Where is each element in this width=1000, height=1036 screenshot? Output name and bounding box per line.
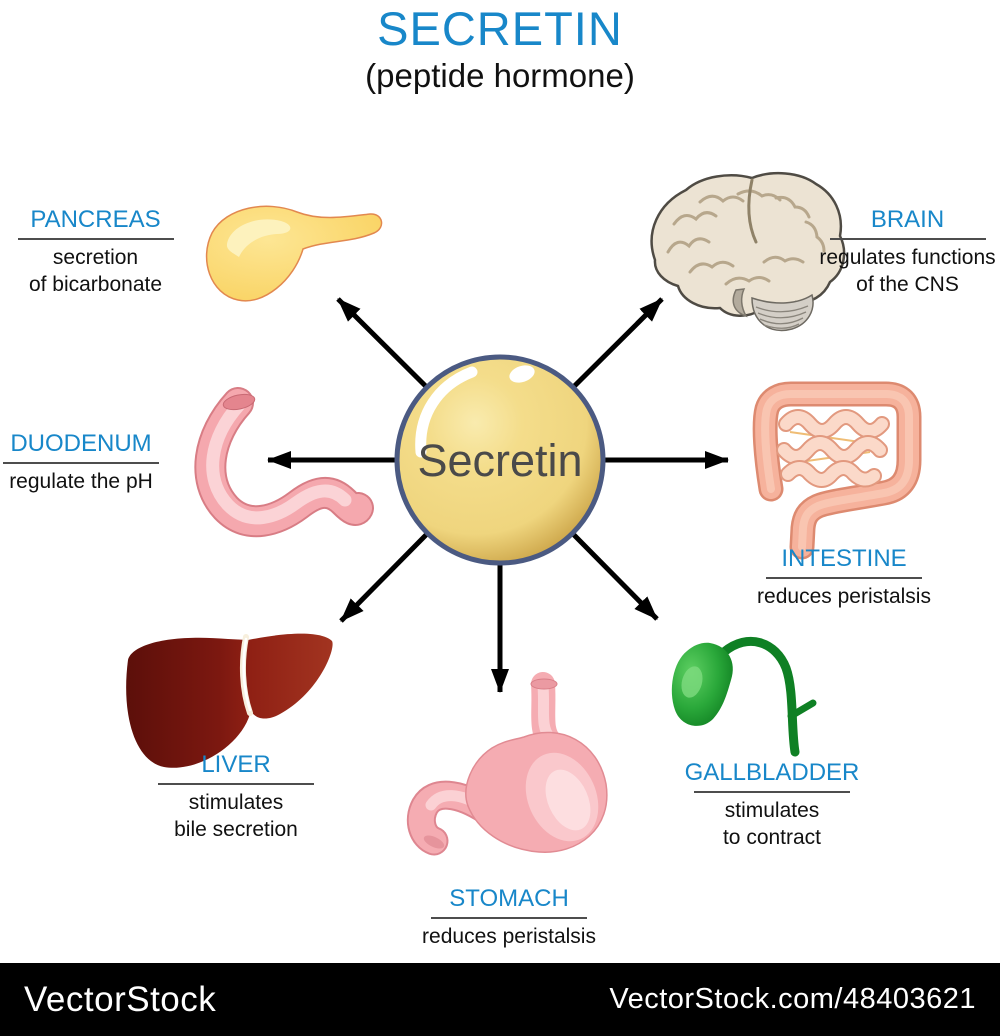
stomach-desc-line1: reduces peristalsis (422, 925, 596, 948)
page-subtitle: (peptide hormone) (365, 57, 635, 94)
divider (694, 791, 850, 793)
stomach-icon (406, 672, 608, 856)
pancreas-desc-line1: secretion (52, 246, 139, 269)
pancreas-title: PANCREAS (30, 206, 161, 233)
divider (766, 577, 922, 579)
watermark-bar: VectorStock VectorStock.com/48403621 (0, 963, 1000, 1036)
secretin-ball: Secretin (394, 354, 606, 566)
watermark-credit: VectorStock.com/48403621 (609, 983, 976, 1015)
pancreas-label: PANCREAS secretion of bicarbonate (8, 206, 183, 298)
pancreas-desc-line2: of bicarbonate (28, 273, 163, 296)
divider (3, 462, 159, 464)
duodenum-icon (194, 387, 374, 538)
liver-title: LIVER (201, 751, 271, 778)
intestine-icon (752, 381, 922, 560)
duodenum-label: DUODENUM regulate the pH (0, 430, 162, 495)
watermark-brand: VectorStock (24, 979, 217, 1019)
page-title: SECRETIN (377, 2, 623, 55)
duodenum-title: DUODENUM (10, 430, 152, 457)
brain-title: BRAIN (870, 206, 945, 233)
pancreas-icon (205, 205, 383, 302)
diagram-graphic: Secretin (126, 172, 922, 856)
gallbladder-icon (671, 637, 817, 757)
brain-desc-line1: regulates functions (819, 246, 996, 269)
liver-desc-line2: bile secretion (174, 818, 298, 841)
liver-label: LIVER stimulates bile secretion (156, 751, 316, 843)
duodenum-desc-line1: regulate the pH (9, 470, 153, 493)
gallbladder-label: GALLBLADDER stimulates to contract (683, 759, 861, 851)
brain-desc-line2: of the CNS (856, 273, 959, 296)
gallbladder-desc-line1: stimulates (724, 799, 820, 822)
divider (158, 783, 314, 785)
gallbladder-desc-line2: to contract (722, 826, 822, 849)
liver-icon (126, 633, 333, 768)
stomach-title: STOMACH (449, 885, 569, 912)
gallbladder-title: GALLBLADDER (684, 759, 860, 786)
intestine-title: INTESTINE (781, 545, 907, 572)
divider (829, 238, 986, 240)
divider (431, 917, 587, 919)
brain-icon (650, 172, 846, 332)
liver-desc-line1: stimulates (188, 791, 284, 814)
secretin-ball-label: Secretin (417, 435, 582, 486)
intestine-desc-line1: reduces peristalsis (757, 585, 931, 608)
divider (17, 238, 174, 240)
stomach-label: STOMACH reduces peristalsis (413, 885, 605, 950)
intestine-label: INTESTINE reduces peristalsis (748, 545, 940, 610)
brain-label: BRAIN regulates functions of the CNS (815, 206, 1000, 298)
